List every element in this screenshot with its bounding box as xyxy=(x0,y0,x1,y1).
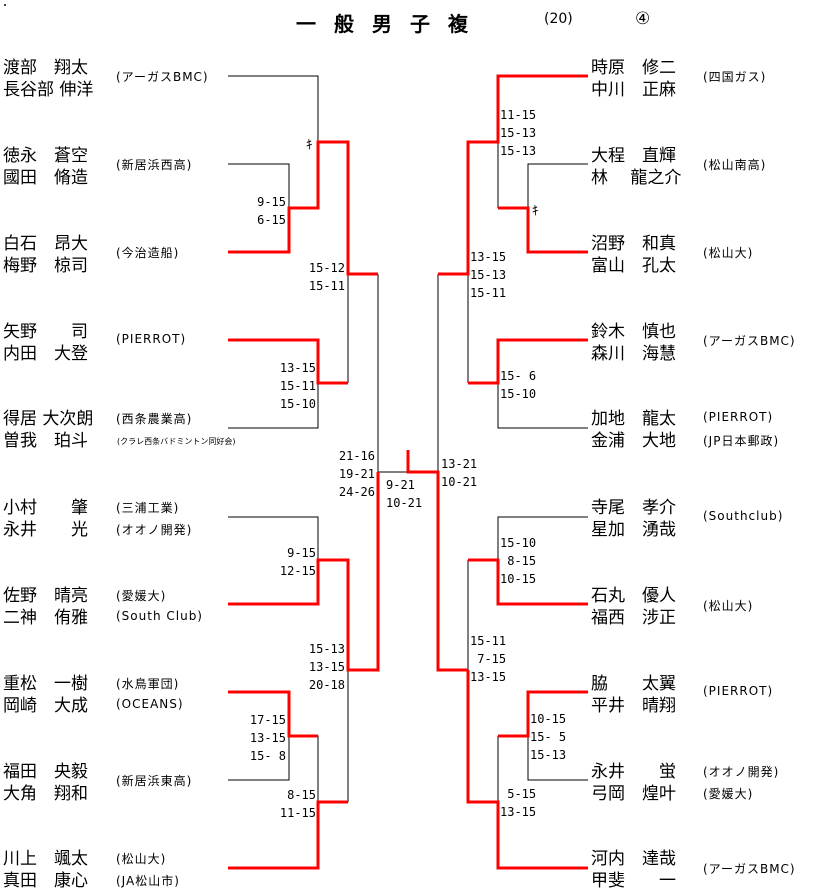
right-club-10: (アーガスBMC) xyxy=(703,862,796,876)
left-club-7b: (South Club) xyxy=(116,609,203,623)
left-entry-9: 福田 央毅大角 翔和 xyxy=(3,762,88,804)
score-r-r1d: 10-15 15- 5 15-13 xyxy=(530,712,567,762)
win-l2 xyxy=(228,338,348,385)
win-final xyxy=(406,450,468,672)
score-l-r2b: 15-13 13-15 20-18 xyxy=(308,642,345,692)
score-r-r2a: 11-15 15-13 15-13 xyxy=(500,108,537,158)
score-final: 9-21 10-21 xyxy=(386,478,423,510)
left-entry-5: 得居 大次朗曽我 珀斗 xyxy=(3,409,94,451)
right-entry-7: 石丸 優人福西 涉正 xyxy=(591,586,676,628)
right-club-8: (PIERROT) xyxy=(703,684,774,698)
left-club-2: (新居浜西高) xyxy=(116,158,193,172)
score-r-final: 13-21 10-21 xyxy=(441,457,478,489)
left-club-1: (アーガスBMC) xyxy=(116,70,209,84)
right-club-5b: (JP日本郵政) xyxy=(703,434,780,448)
entry-count: (20) xyxy=(544,11,573,27)
score-r-r1c: 15-10 8-15 10-15 xyxy=(500,536,537,586)
right-entry-6: 寺尾 孝介星加 湧哉 xyxy=(591,498,676,540)
right-club-9: (オオノ開発) xyxy=(703,765,780,779)
left-entry-8: 重松 一樹岡崎 大成 xyxy=(3,674,88,716)
score-r-r3b: 15-11 7-15 13-15 xyxy=(470,634,507,684)
left-entry-10: 川上 颯太真田 康心 xyxy=(3,849,88,891)
score-r-r1e: 5-15 13-15 xyxy=(500,787,537,819)
right-club-6: (Southclub) xyxy=(703,509,784,523)
page-title: 一般男子複 xyxy=(296,12,486,36)
line-l1 xyxy=(228,75,319,142)
right-club-7: (松山大) xyxy=(703,599,754,613)
score-l-r1a: 9-15 6-15 xyxy=(257,195,286,227)
left-club-10: (松山大) xyxy=(116,852,167,866)
right-entry-10: 河内 達哉甲斐 一 xyxy=(591,849,676,891)
left-entry-4: 矢野 司内田 大登 xyxy=(3,322,88,364)
left-entry-2: 徳永 蒼空國田 脩造 xyxy=(3,146,88,188)
win-l1 xyxy=(228,140,378,276)
line-r4 xyxy=(497,383,588,429)
score-l-semi: 21-16 19-21 24-26 xyxy=(338,449,375,499)
win-r1 xyxy=(438,74,588,276)
line-l7 xyxy=(228,736,290,781)
line-r8 xyxy=(527,736,588,781)
win-l4 xyxy=(228,690,318,738)
left-club-7: (愛媛大) xyxy=(116,589,167,603)
left-entry-7: 佐野 晴亮二神 侑雅 xyxy=(3,586,88,628)
left-club-9: (新居浜東高) xyxy=(116,774,193,788)
line-l4 xyxy=(228,383,319,429)
left-entry-3: 白石 昂大梅野 椋司 xyxy=(3,234,88,276)
line-l6 xyxy=(228,516,319,560)
win-r6 xyxy=(498,690,588,738)
left-entry-1: 渡部 翔太長谷部 伸洋 xyxy=(3,58,94,100)
walkover-mark-right: ｷ xyxy=(532,204,539,219)
right-entry-8: 脇 太翼平井 晴翔 xyxy=(591,674,676,716)
win-l5 xyxy=(228,800,348,870)
sheet-number: ④ xyxy=(635,9,651,29)
win-r3 xyxy=(468,338,588,385)
score-l-r1e: 8-15 11-15 xyxy=(279,788,316,820)
right-entry-4: 鈴木 慎也森川 海慧 xyxy=(591,322,676,364)
left-club-10b: (JA松山市) xyxy=(116,874,180,888)
right-entry-1: 時原 修二中川 正麻 xyxy=(591,58,676,100)
left-club-8: (水鳥軍団) xyxy=(116,677,180,691)
score-r-r1b: 15- 6 15-10 xyxy=(500,369,537,401)
right-club-1: (四国ガス) xyxy=(703,70,767,84)
line-r6 xyxy=(497,516,588,560)
walkover-mark-left: ｷ xyxy=(306,138,313,153)
line-l2 xyxy=(228,163,290,208)
score-l-r1b: 13-15 15-11 15-10 xyxy=(279,361,316,411)
score-l-r1c: 9-15 12-15 xyxy=(279,546,316,578)
score-l-r1d: 17-15 13-15 15- 8 xyxy=(249,713,286,763)
right-club-5: (PIERROT) xyxy=(703,410,774,424)
right-entry-9: 永井 蛍弓岡 煌叶 xyxy=(591,762,676,804)
win-l3 xyxy=(228,472,380,672)
left-club-4: (PIERROT) xyxy=(116,332,187,346)
win-r5 xyxy=(466,670,588,870)
left-entry-6: 小村 肇永井 光 xyxy=(3,498,88,540)
left-club-8b: (OCEANS) xyxy=(116,697,184,711)
left-club-6: (三浦工業) xyxy=(116,501,180,515)
left-club-6b: (オオノ開発) xyxy=(116,523,193,537)
score-l-r2a: 15-12 15-11 xyxy=(308,261,345,293)
score-r-r3a: 13-15 15-13 15-11 xyxy=(470,250,507,300)
right-club-3: (松山大) xyxy=(703,246,754,260)
win-r2 xyxy=(498,206,588,254)
right-club-2: (松山南高) xyxy=(703,158,767,172)
right-entry-2: 大程 直輝林 龍之介 xyxy=(591,146,682,188)
corner-dot xyxy=(4,4,6,6)
left-club-5b: (クラレ西条バドミントン同好会) xyxy=(117,437,236,446)
line-l5 xyxy=(377,274,408,473)
line-r1 xyxy=(527,163,588,208)
right-entry-5: 加地 龍太金浦 大地 xyxy=(591,409,676,451)
right-club-4: (アーガスBMC) xyxy=(703,334,796,348)
left-club-3: (今治造船) xyxy=(116,246,180,260)
right-club-9b: (愛媛大) xyxy=(703,787,754,801)
win-r4 xyxy=(468,558,588,606)
left-club-5: (西条農業高) xyxy=(116,412,193,426)
right-entry-3: 沼野 和真富山 孔太 xyxy=(591,234,676,276)
